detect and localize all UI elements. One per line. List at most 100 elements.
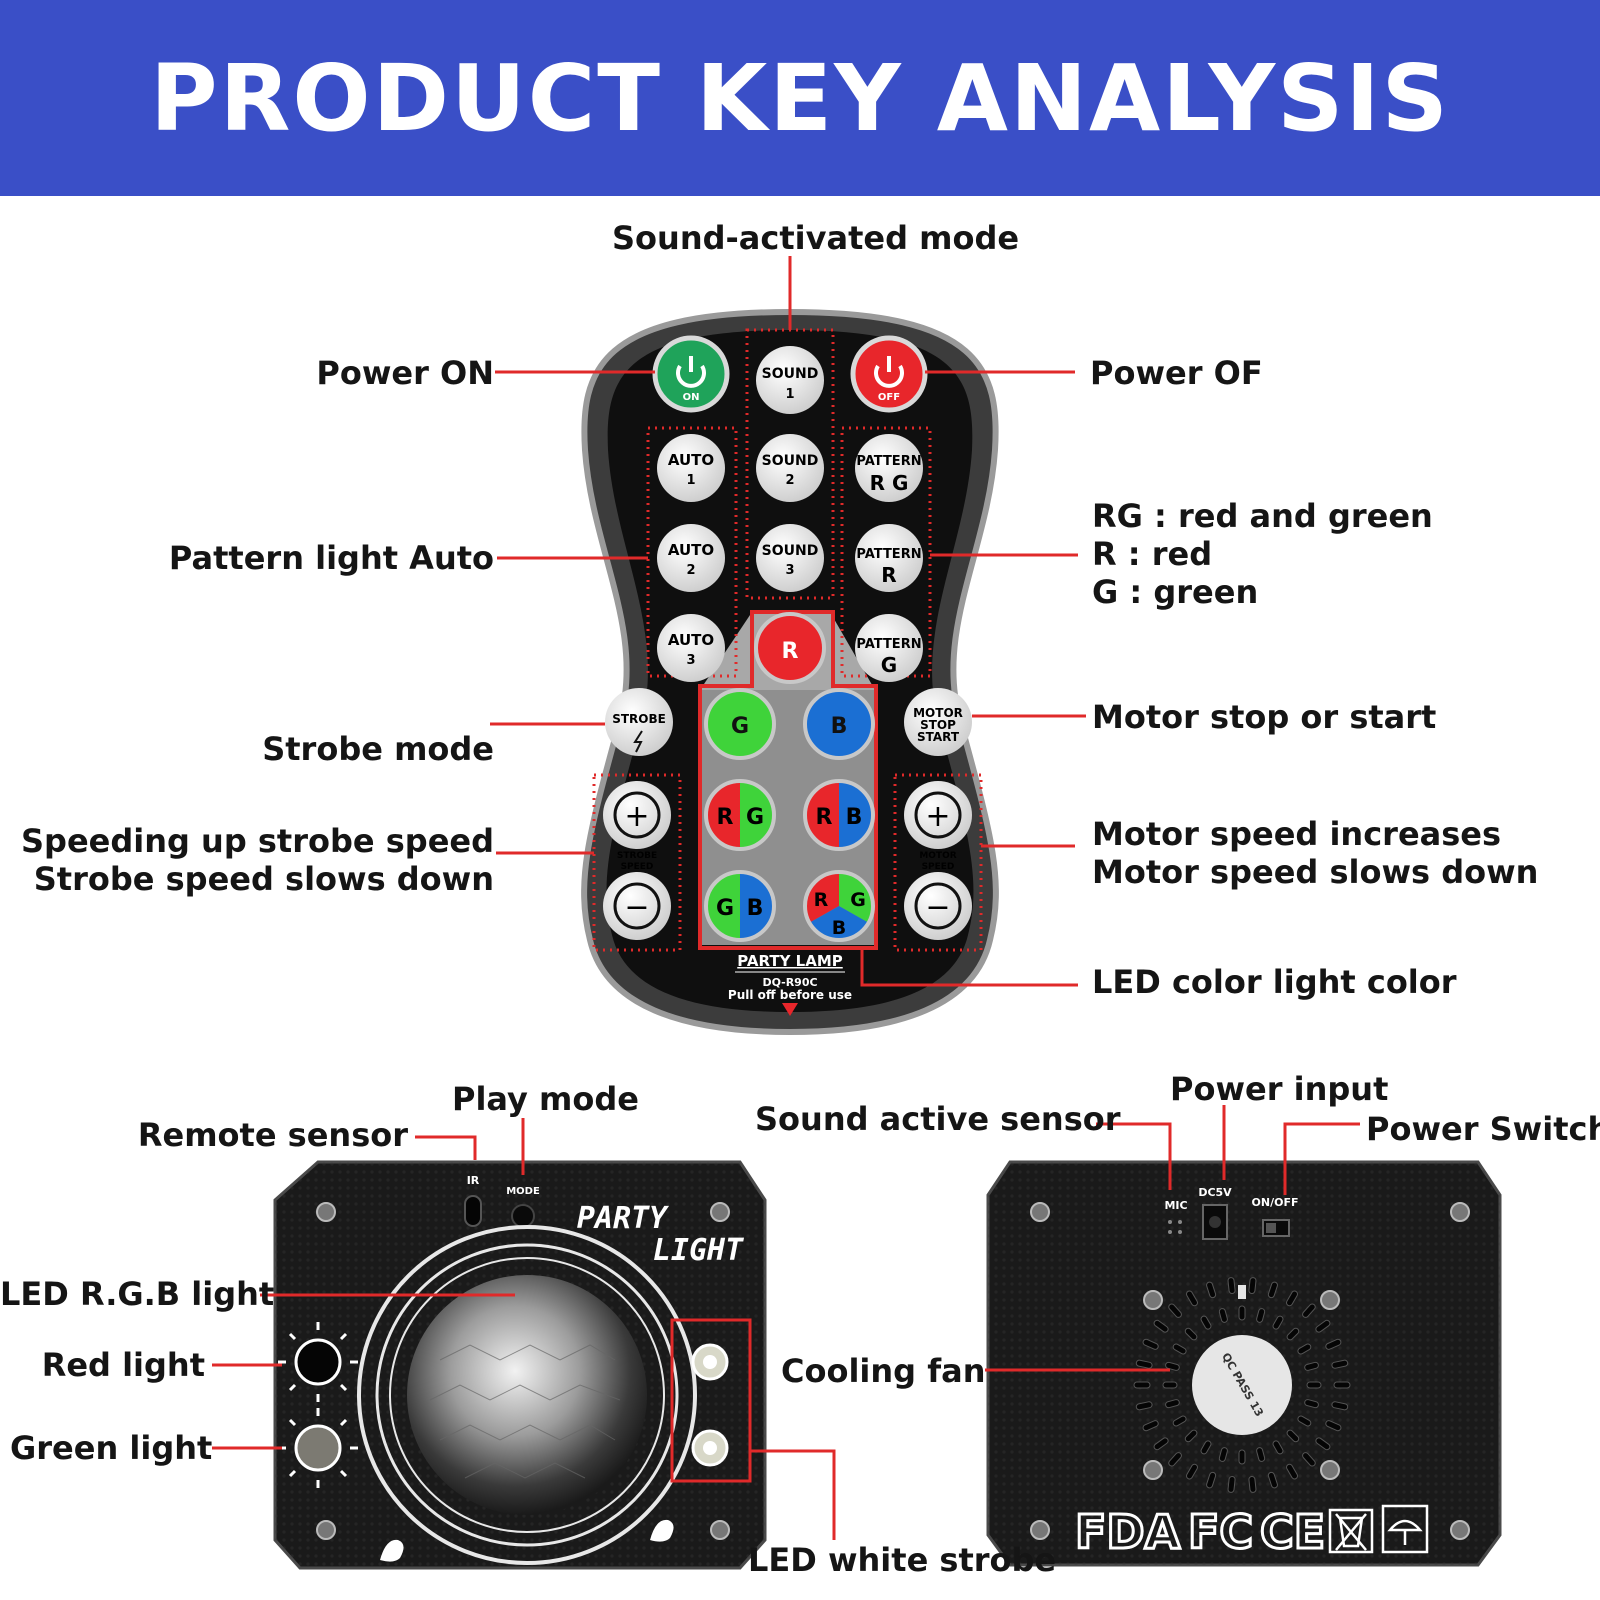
fan-vent-slot: [1172, 1343, 1187, 1355]
color-rg-button[interactable]: R G: [704, 779, 776, 851]
fan-vent-slot: [1135, 1401, 1153, 1411]
color-b-button[interactable]: B: [803, 688, 875, 760]
led-group-box: [698, 610, 878, 950]
pattern-rg-button[interactable]: PATTERN R G: [855, 434, 923, 502]
strobe-label: STROBE: [612, 712, 666, 726]
pattern-rg-sub: R G: [870, 471, 909, 495]
minus-icon: −: [624, 890, 649, 925]
color-rg-label-g: G: [746, 805, 764, 830]
mode-button[interactable]: [511, 1204, 535, 1228]
motor-speed-up-button[interactable]: +: [904, 781, 972, 849]
fan-vent-slot: [1153, 1319, 1169, 1333]
callout-green-light: Green light: [10, 1429, 213, 1467]
ce-mark: CE: [1260, 1505, 1325, 1559]
fan-vent-slot: [1256, 1308, 1266, 1323]
color-gb-button[interactable]: G B: [704, 870, 776, 942]
remote-callout-lines: [490, 256, 1086, 987]
motor-toggle-button[interactable]: MOTOR STOP START: [904, 688, 972, 756]
page-title: PRODUCT KEY ANALYSIS: [150, 44, 1450, 152]
ir-label: IR: [467, 1174, 480, 1187]
fan-vent-slot: [1302, 1452, 1316, 1467]
callout-pattern-g: G : green: [1092, 573, 1259, 611]
fan-vent-slot: [1286, 1290, 1298, 1307]
sound-1-button[interactable]: SOUND 1: [756, 346, 824, 414]
pattern-r-button[interactable]: PATTERN R: [855, 524, 923, 592]
fan-vent-slot: [1186, 1463, 1198, 1480]
fan-vent-slot: [1206, 1471, 1217, 1489]
pattern-r-label: PATTERN: [856, 547, 921, 562]
color-g-button[interactable]: G: [704, 688, 776, 760]
auto-1-num: 1: [686, 473, 695, 488]
color-r-button[interactable]: R: [754, 612, 826, 684]
auto-2-button[interactable]: AUTO 2: [657, 524, 725, 592]
color-rb-label-r: R: [816, 805, 833, 830]
strobe-speed-down-button[interactable]: −: [603, 872, 671, 940]
dc-label: DC5V: [1198, 1186, 1232, 1199]
sound-1-num: 1: [785, 387, 794, 402]
callout-white-strobe: LED white strobe: [748, 1541, 1057, 1579]
callout-motor-speed-up: Motor speed increases: [1092, 815, 1502, 853]
front-callout-lines: [212, 1118, 836, 1540]
motor-speed-down-button[interactable]: −: [904, 872, 972, 940]
switch-label: ON/OFF: [1252, 1196, 1299, 1209]
power-on-button[interactable]: ON: [652, 335, 730, 413]
fan-vent-slot: [1256, 1447, 1266, 1462]
callout-strobe-speed-down: Strobe speed slows down: [33, 860, 494, 898]
remote-control: ON OFF SOUND 1 SOUND 2 SOUND 3 AUTO: [581, 308, 999, 1036]
sound-3-button[interactable]: SOUND 3: [756, 524, 824, 592]
callout-motor-toggle: Motor stop or start: [1092, 698, 1437, 736]
strobe-speed-label-1: STROBE: [617, 851, 657, 861]
callout-sound-sensor: Sound active sensor: [755, 1100, 1121, 1138]
fan-vent-slot: [1331, 1401, 1349, 1411]
callout-pattern-r: R : red: [1092, 535, 1213, 573]
fan-vent-slot: [1172, 1415, 1187, 1427]
pattern-rg-label: PATTERN: [856, 454, 921, 469]
strobe-button[interactable]: STROBE: [605, 688, 673, 756]
fan-vent-slot: [1168, 1452, 1182, 1467]
fan-vent-slot: [1331, 1359, 1349, 1369]
fan-vent-slot: [1315, 1319, 1331, 1333]
front-panel: IR MODE PARTY LIGHT: [273, 1160, 767, 1570]
fan-vent-slot: [1133, 1381, 1151, 1389]
fan-vent-slot: [1297, 1343, 1312, 1355]
power-off-button[interactable]: OFF: [850, 335, 928, 413]
mic-label: MIC: [1164, 1199, 1187, 1212]
fan-vent-slot: [1325, 1338, 1342, 1350]
fan-vent-slot: [1302, 1303, 1316, 1318]
white-strobe-box: [670, 1318, 752, 1483]
pattern-g-button[interactable]: PATTERN G: [855, 614, 923, 682]
fan-vent-slot: [1186, 1290, 1198, 1307]
fan-vent-slot: [1200, 1440, 1212, 1455]
fan-vent-slot: [1248, 1277, 1257, 1295]
color-rb-button[interactable]: R B: [803, 779, 875, 851]
fan-vent-slot: [1286, 1327, 1300, 1341]
color-rb-label-b: B: [846, 805, 863, 830]
remote-model: DQ-R90C: [762, 976, 817, 989]
fan-vent-slot: [1306, 1381, 1322, 1389]
fan-vent-slot: [1135, 1359, 1153, 1369]
strobe-speed-up-button[interactable]: +: [603, 781, 671, 849]
fan-vent-slot: [1206, 1281, 1217, 1299]
fan-vent-slot: [1315, 1437, 1331, 1451]
front-brand-line1: PARTY: [577, 1201, 669, 1236]
auto-3-button[interactable]: AUTO 3: [657, 614, 725, 682]
motor-label-2: STOP: [920, 718, 956, 732]
auto-1-button[interactable]: AUTO 1: [657, 434, 725, 502]
fan-vent-slot: [1184, 1429, 1198, 1443]
fan-vent-slot: [1286, 1429, 1300, 1443]
sound-3-label: SOUND: [762, 543, 819, 559]
fan-vent-slot: [1168, 1303, 1182, 1318]
lightning-icon: [633, 730, 643, 753]
sound-2-button[interactable]: SOUND 2: [756, 434, 824, 502]
fan-label-sticker: [1192, 1335, 1292, 1435]
fan-vent-slot: [1248, 1475, 1257, 1493]
fan-vent-slot: [1304, 1399, 1319, 1409]
motor-speed-label-2: SPEED: [922, 862, 955, 872]
callout-red-light: Red light: [41, 1346, 205, 1384]
strobe-speed-label-2: SPEED: [621, 862, 654, 872]
fan-vent-slot: [1272, 1440, 1284, 1455]
fan-vent-slot: [1333, 1381, 1351, 1389]
color-rgb-button[interactable]: R G B: [803, 870, 875, 942]
fan-vent-slot: [1200, 1315, 1212, 1330]
strobe-speed-box: [592, 773, 682, 952]
